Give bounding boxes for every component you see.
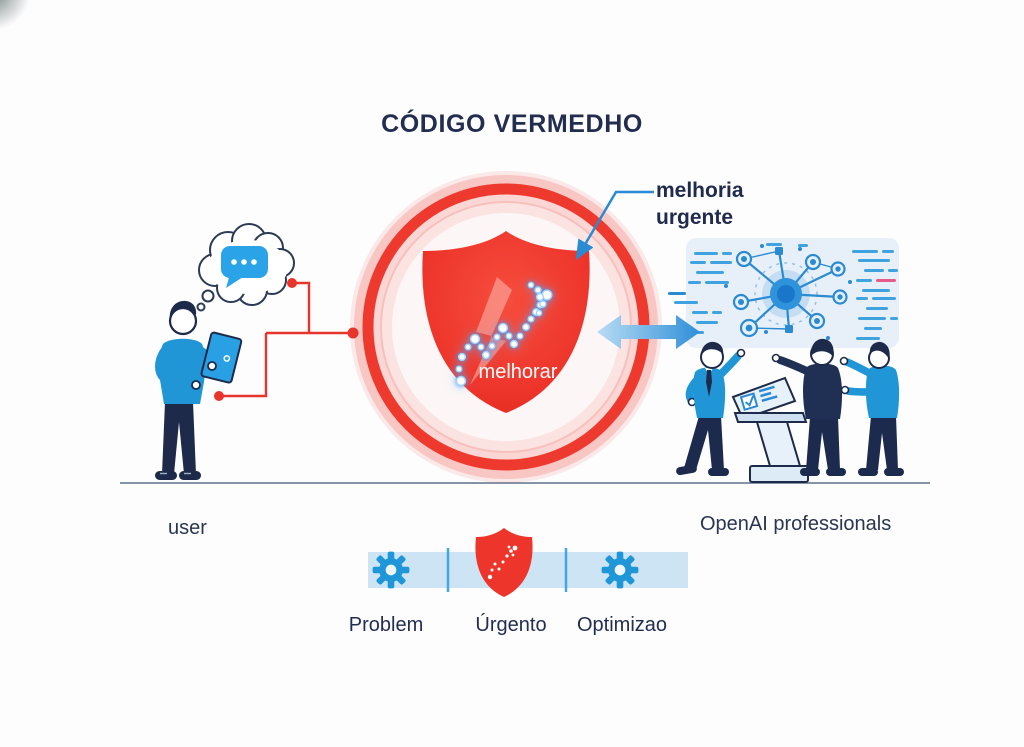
network-graph-icon bbox=[724, 244, 852, 340]
callout-label: melhoria urgente bbox=[656, 179, 744, 229]
tablet bbox=[200, 331, 243, 384]
step-label-problem: Problem bbox=[348, 614, 424, 636]
callout-arrow bbox=[575, 190, 654, 261]
gear-icon bbox=[372, 551, 410, 589]
professionals-label: OpenAI professionals bbox=[700, 513, 892, 535]
user-figure bbox=[155, 300, 243, 480]
network-board bbox=[668, 238, 899, 348]
podium bbox=[731, 376, 809, 483]
step-label-urgento: Úrgento bbox=[475, 614, 547, 636]
professional-figure-2 bbox=[771, 338, 846, 476]
lightning-icon bbox=[470, 277, 512, 385]
step-label-optimizao: Optimizao bbox=[576, 614, 668, 636]
process-strip bbox=[368, 528, 688, 597]
user-label: user bbox=[168, 517, 207, 539]
trend-arrow-icon bbox=[455, 281, 553, 387]
chat-bubble-icon bbox=[221, 246, 268, 288]
connector-nodes bbox=[214, 278, 359, 401]
page-title: CÓDIGO VERMEDHO bbox=[381, 110, 643, 138]
professional-figure-1 bbox=[676, 341, 746, 476]
central-shield: melhorar bbox=[422, 231, 590, 413]
professional-figure-3 bbox=[839, 341, 904, 476]
connector-wires bbox=[222, 281, 352, 398]
shield-label: melhorar bbox=[479, 361, 558, 383]
thought-bubble bbox=[196, 223, 295, 312]
shield-icon bbox=[475, 528, 533, 597]
exchange-arrow-icon bbox=[597, 315, 700, 349]
gear-icon bbox=[601, 551, 639, 589]
